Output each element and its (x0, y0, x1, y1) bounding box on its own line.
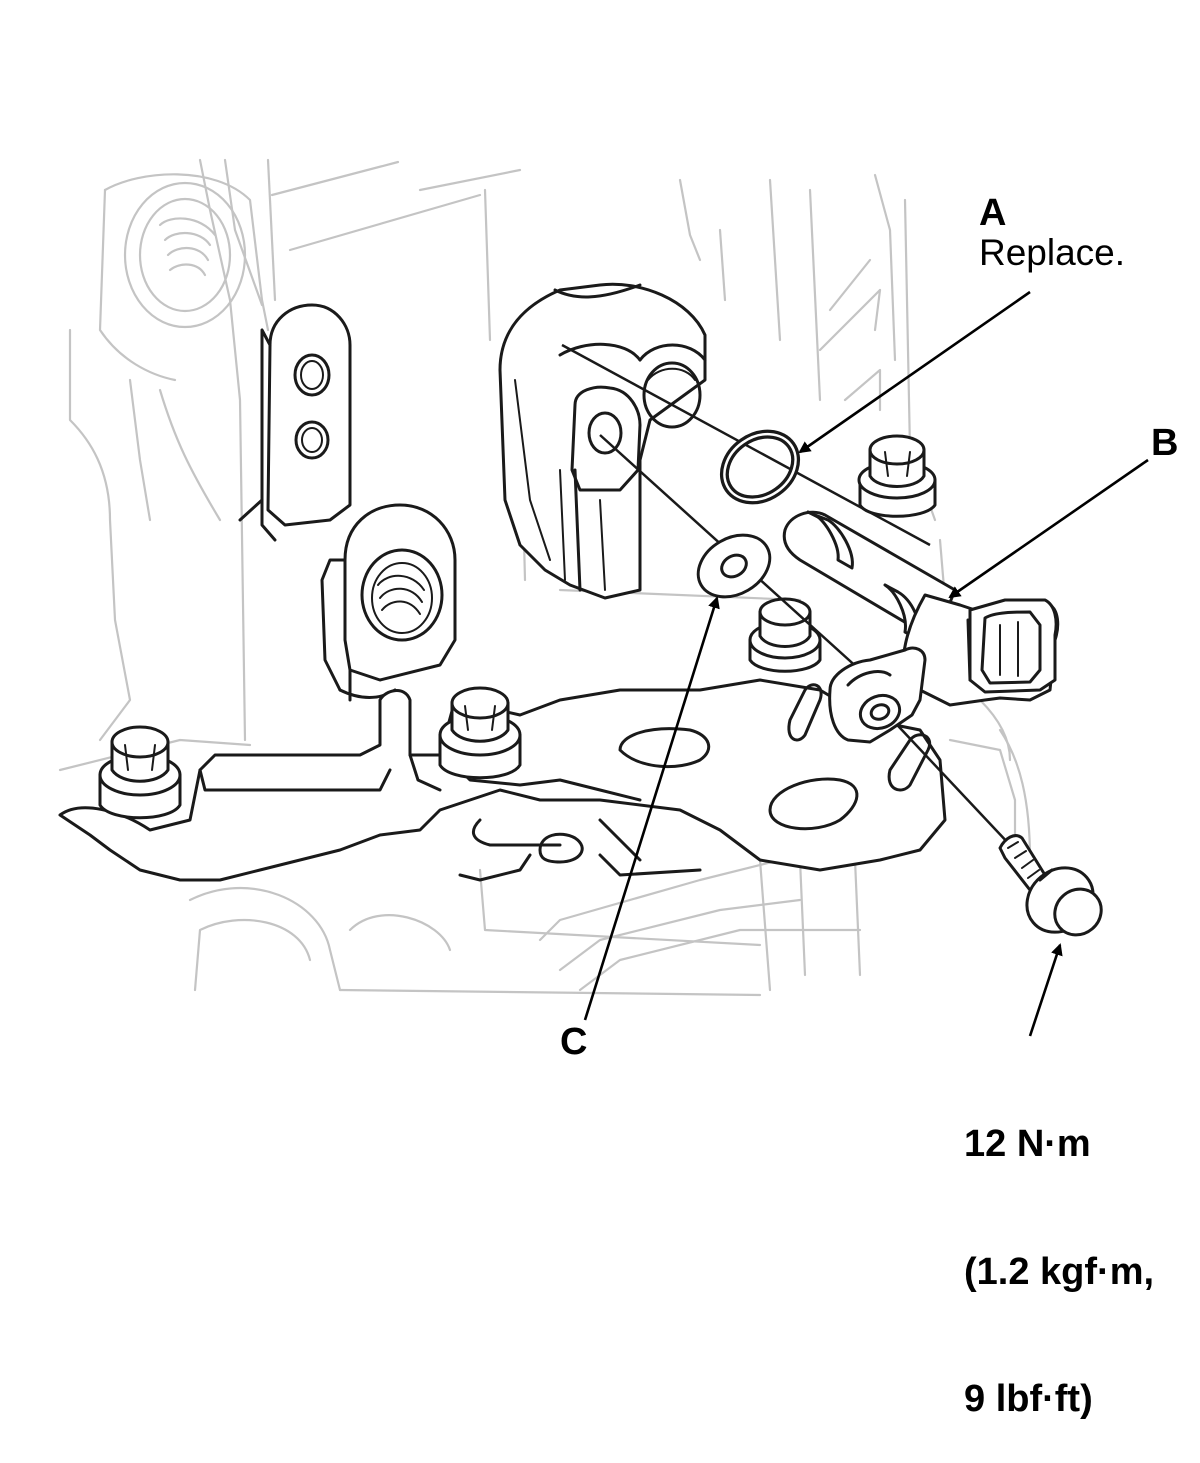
leader-b (948, 458, 1149, 599)
flange-bolt-torque (998, 834, 1103, 937)
o-ring-part-a (719, 429, 801, 505)
callout-c-letter: C (560, 1021, 588, 1063)
callout-a-letter: A (979, 192, 1007, 234)
torque-spec: 12 N·m (1.2 kgf·m, 9 lbf·ft) (964, 1038, 1154, 1463)
leader-torque (1028, 943, 1063, 1037)
flange-bolt-middle (438, 686, 522, 780)
flange-bolt-right-upper (857, 434, 937, 518)
callout-a-note: Replace. (979, 232, 1126, 273)
sensor-mount-block (498, 282, 707, 600)
callout-b-letter: B (1151, 422, 1179, 464)
leader-a (798, 290, 1031, 454)
leader-c (583, 596, 720, 1021)
torque-spec-lbf: 9 lbf·ft) (964, 1378, 1093, 1421)
left-mount-bracket (238, 303, 457, 702)
assembly-diagram (58, 158, 1149, 1037)
torque-spec-kgf: (1.2 kgf·m, (964, 1250, 1155, 1293)
torque-spec-metric: 12 N·m (964, 1123, 1091, 1166)
transmission-housing (58, 158, 1032, 997)
flange-bolt-left (98, 725, 182, 820)
flange-bolt-rear (748, 597, 822, 673)
callout-leaders (583, 290, 1149, 1037)
sensor-part-b (782, 510, 1060, 744)
washer-part-c (696, 533, 772, 599)
